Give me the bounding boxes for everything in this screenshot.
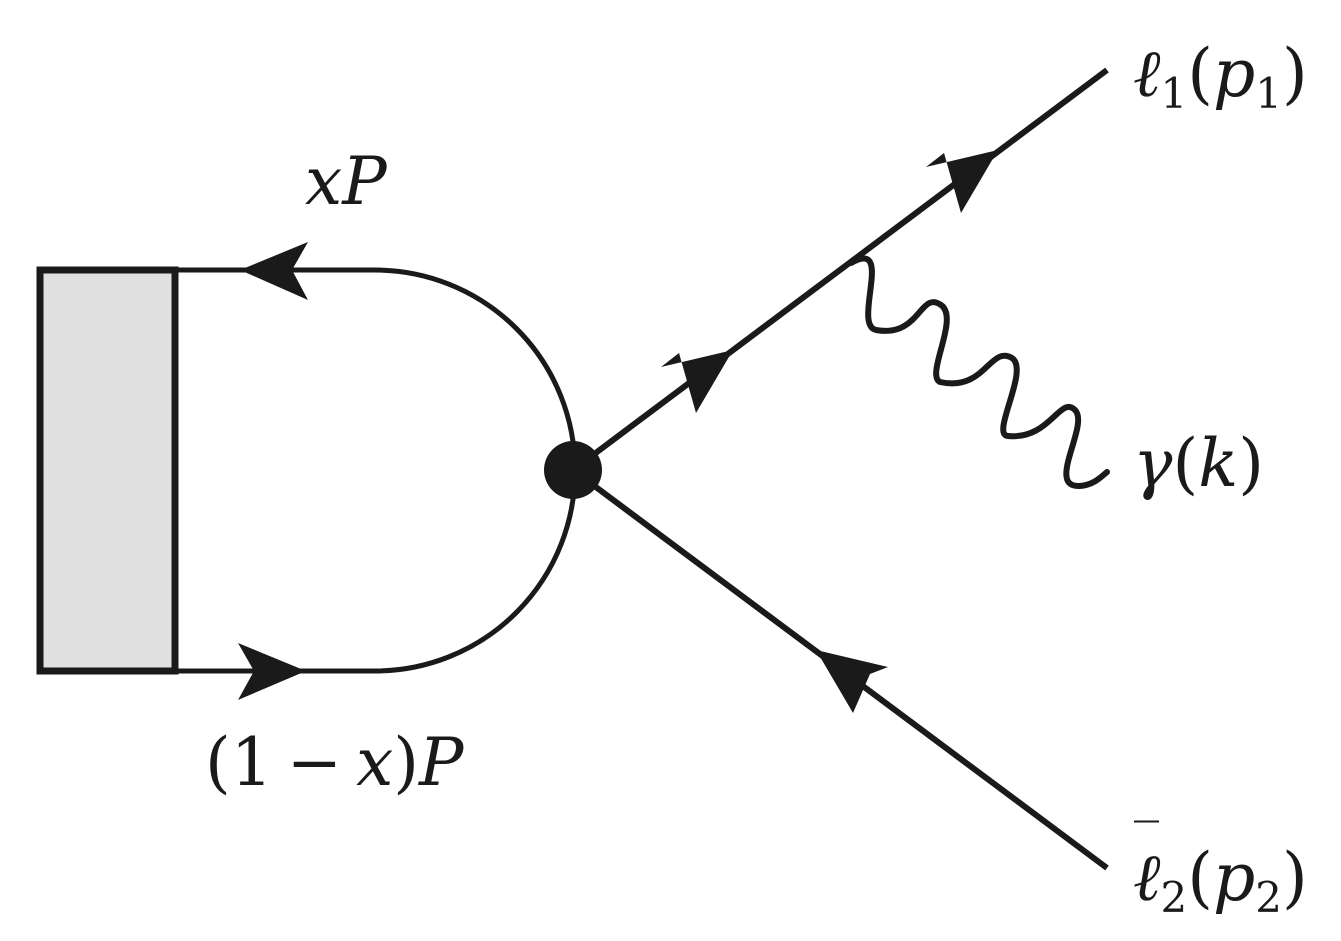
lepton1-arrow-outer <box>926 150 998 213</box>
meson-blob <box>36 266 179 675</box>
photon-line <box>848 255 1110 490</box>
lepton2-label: ℓ2(p2) <box>1133 839 1308 922</box>
lepton1-line <box>571 67 1109 473</box>
lower-momentum-label: (1−x)P <box>205 724 465 801</box>
upper-momentum-label: xP <box>305 143 388 220</box>
lepton2-arrow <box>816 650 888 713</box>
upper-quark-arrow <box>240 242 308 300</box>
quark-loop <box>175 267 578 674</box>
lower-quark-arrow <box>238 643 306 700</box>
lepton1-arrow-inner <box>661 350 733 413</box>
photon-label: γ(k) <box>1133 425 1264 502</box>
lepton2-bar: ‾ <box>1134 812 1159 870</box>
lepton1-label: ℓ1(p1) <box>1133 35 1308 118</box>
